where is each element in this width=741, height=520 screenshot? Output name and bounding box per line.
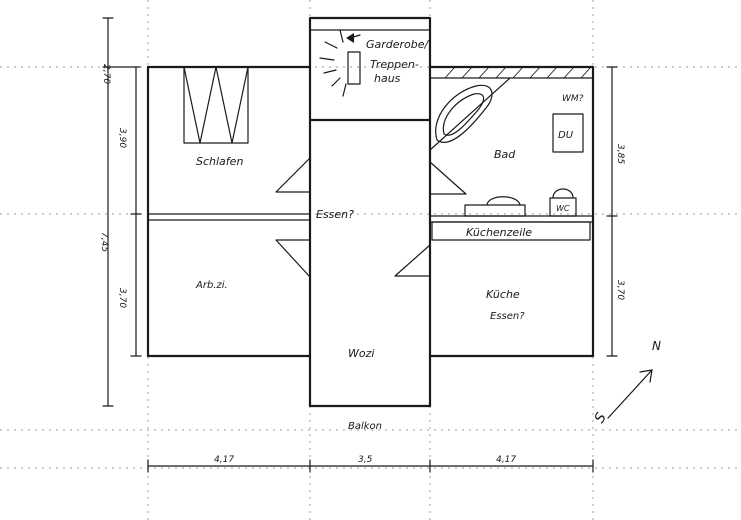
label-wc: WC xyxy=(556,204,570,213)
dim-right-bottom: 3,70 xyxy=(615,280,625,300)
dim-bottom-left: 4,17 xyxy=(214,455,234,465)
washbasin-icon xyxy=(464,196,526,217)
dim-bottom-center: 3,5 xyxy=(358,455,373,465)
label-arbzi: Arb.zi. xyxy=(195,280,228,291)
left-dimensions xyxy=(102,17,142,407)
right-dimensions xyxy=(606,66,618,357)
label-essen-right: Essen? xyxy=(490,311,525,322)
bath-diagonal-wall xyxy=(429,77,511,151)
label-bad: Bad xyxy=(494,148,516,161)
staircase xyxy=(319,29,361,97)
label-treppenhaus-2: haus xyxy=(374,72,401,85)
label-kuechenzeile: Küchenzeile xyxy=(466,226,532,239)
label-schlafen: Schlafen xyxy=(196,155,243,168)
label-du: DU xyxy=(558,130,574,141)
compass-south: S xyxy=(592,410,610,426)
dim-left-mid: 3,90 xyxy=(117,128,127,148)
dim-right-top: 3,85 xyxy=(615,144,625,164)
label-balkon: Balkon xyxy=(348,421,382,432)
label-wm: WM? xyxy=(562,94,584,104)
dim-left-top: 2,70 xyxy=(101,64,111,84)
dim-left-bottom: 3,70 xyxy=(117,288,127,308)
central-column xyxy=(308,29,432,408)
doors xyxy=(275,157,467,278)
label-essen-center: Essen? xyxy=(316,208,354,221)
wardrobe xyxy=(183,66,249,144)
dim-bottom-right: 4,17 xyxy=(496,455,516,465)
outer-walls xyxy=(146,16,595,358)
label-wozi: Wozi xyxy=(348,347,374,360)
toilet-icon xyxy=(549,188,577,217)
dim-left-total: 7,45 xyxy=(99,232,109,252)
compass-north: N xyxy=(652,339,661,353)
label-garderobe: Garderobe/ xyxy=(366,38,430,51)
hatched-wall xyxy=(444,66,592,79)
compass-icon xyxy=(607,369,653,419)
label-kueche: Küche xyxy=(486,288,520,301)
bottom-dimensions xyxy=(147,459,594,473)
bathtub-icon xyxy=(435,84,493,143)
label-treppenhaus-1: Treppen- xyxy=(370,58,419,71)
shower-box xyxy=(552,113,584,153)
